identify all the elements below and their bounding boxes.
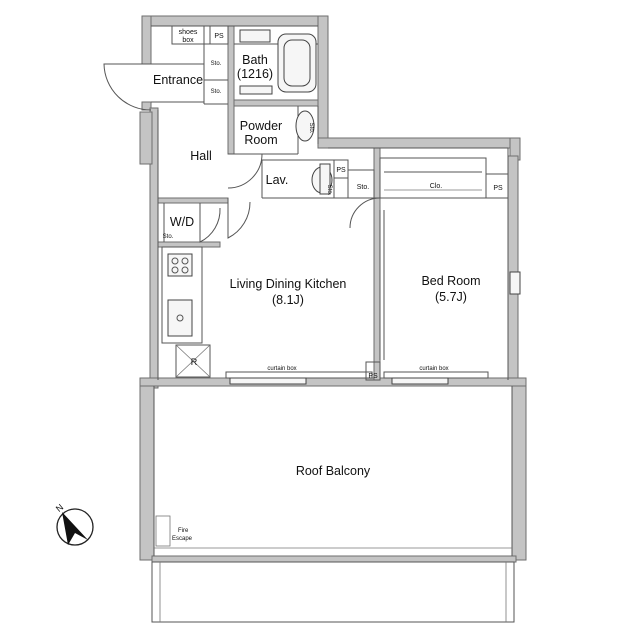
hall-label: Hall	[190, 149, 212, 163]
curtain-box-label: curtain box	[419, 366, 448, 372]
wd-label: W/D	[170, 215, 194, 229]
sto-label: Sto.	[211, 89, 222, 95]
doors	[103, 63, 381, 243]
compass-north-label: N	[54, 502, 65, 514]
bedroom-label-1: Bed Room	[421, 274, 480, 288]
fire-escape-label-2: Escape	[172, 536, 193, 542]
sto-label: Sto.	[163, 234, 174, 240]
bath-label-2: (1216)	[237, 67, 273, 81]
sto-label: Sto.	[211, 61, 222, 67]
walls	[139, 15, 527, 563]
ldk-label-2: (8.1J)	[272, 293, 304, 307]
sto-label: Sto.	[357, 184, 370, 191]
ps-label: PS	[336, 167, 346, 174]
ps-label: PS	[368, 373, 378, 380]
bath-label-1: Bath	[242, 53, 268, 67]
refrigerator-label: R	[191, 357, 198, 367]
bedroom-label-2: (5.7J)	[435, 290, 467, 304]
fire-escape-label-1: Fire	[178, 528, 189, 534]
curtain-box-label: curtain box	[267, 366, 296, 372]
labels: shoes box PS Sto. Sto. Entrance Bath (12…	[153, 29, 503, 542]
sto-label: Sto.	[326, 185, 332, 196]
powder-room-label-2: Room	[244, 133, 277, 147]
powder-room-label-1: Powder	[240, 119, 282, 133]
shoes-box-label-1: shoes	[179, 29, 198, 36]
shoes-box-label-2: box	[182, 37, 194, 44]
sto-label: Sto.	[308, 123, 314, 134]
lav-label: Lav.	[266, 173, 289, 187]
bath-fixtures	[239, 29, 333, 195]
closet-label: Clo.	[430, 183, 443, 190]
north-arrow-icon	[62, 512, 88, 545]
ldk-label-1: Living Dining Kitchen	[230, 277, 347, 291]
roof-balcony-label: Roof Balcony	[296, 464, 371, 478]
compass: N	[54, 502, 94, 546]
entrance-label: Entrance	[153, 73, 203, 87]
ps-label: PS	[214, 33, 224, 40]
inner-lines	[151, 25, 521, 623]
ps-label: PS	[493, 185, 503, 192]
fire-escape-hatch	[155, 515, 171, 547]
